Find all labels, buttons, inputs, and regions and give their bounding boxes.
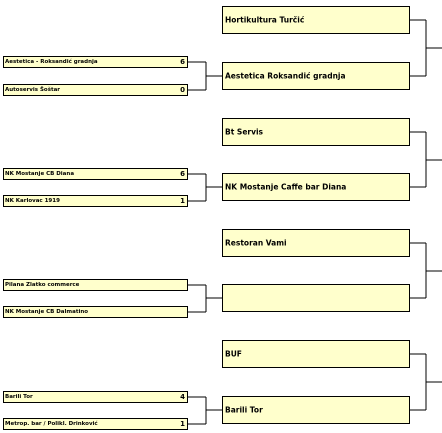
round2-team-box: BUF: [222, 340, 410, 368]
round1-team-box: NK Mostanje CB Diana 6: [3, 168, 188, 180]
team-name: NK Karlovac 1919: [5, 198, 60, 204]
team-name: Barili Tor: [5, 394, 33, 400]
team-name: Aestetica Roksandić gradnja: [225, 71, 346, 81]
team-name: Autoservis Šoštar: [5, 87, 61, 93]
team-name: Restoran Vami: [225, 238, 287, 248]
team-name: Hortikultura Turčić: [225, 15, 305, 25]
team-name: NK Mostanje Caffe bar Diana: [225, 182, 347, 192]
round1-team-box: Pilana Zlatko commerce: [3, 279, 188, 291]
round1-team-box: NK Karlovac 1919 1: [3, 195, 188, 207]
round2-team-box: Bt Servis: [222, 118, 410, 146]
team-score: 6: [180, 58, 185, 66]
round1-team-box: Aestetica - Roksandić gradnja 6: [3, 56, 188, 68]
team-name: NK Mostanje CB Diana: [5, 171, 75, 177]
round1-team-box: Metrop. bar / Polikl. Drinković 1: [3, 418, 188, 430]
round2-team-box: [222, 284, 410, 312]
round1-team-box: Barili Tor 4: [3, 391, 188, 403]
team-name: NK Mostanje CB Dalmatino: [5, 309, 89, 315]
round2-team-box: Barili Tor: [222, 396, 410, 424]
team-name: BUF: [225, 349, 242, 359]
team-score: 6: [180, 170, 185, 178]
team-name: Bt Servis: [225, 127, 264, 137]
team-score: 0: [180, 86, 185, 94]
round1-team-box: Autoservis Šoštar 0: [3, 84, 188, 96]
team-name: Pilana Zlatko commerce: [5, 282, 80, 288]
round2-team-box: Hortikultura Turčić: [222, 6, 410, 34]
round2-team-box: NK Mostanje Caffe bar Diana: [222, 173, 410, 201]
team-score: 1: [180, 420, 185, 428]
team-name: Barili Tor: [225, 405, 263, 415]
round1-team-box: NK Mostanje CB Dalmatino: [3, 306, 188, 318]
team-name: Aestetica - Roksandić gradnja: [5, 59, 98, 65]
team-name: Metrop. bar / Polikl. Drinković: [5, 421, 98, 427]
team-score: 4: [180, 393, 185, 401]
team-score: 1: [180, 197, 185, 205]
round2-team-box: Aestetica Roksandić gradnja: [222, 62, 410, 90]
round2-team-box: Restoran Vami: [222, 229, 410, 257]
